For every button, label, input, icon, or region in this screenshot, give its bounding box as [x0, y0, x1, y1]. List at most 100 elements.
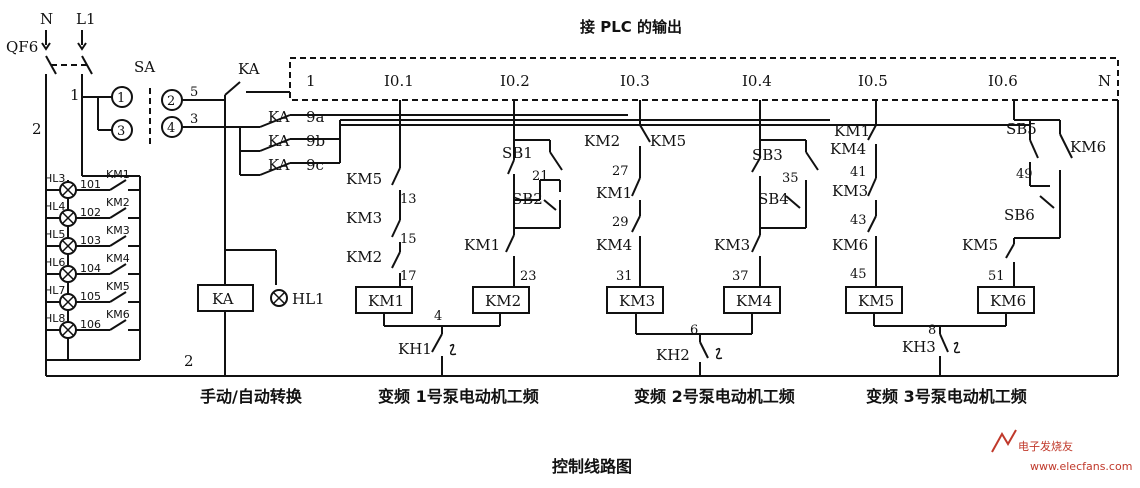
svg-text:5: 5: [190, 85, 198, 100]
overload-relays: 4 KH1 6 KH2 8 KH3: [383, 309, 1007, 376]
svg-text:KM6: KM6: [1070, 138, 1106, 156]
svg-text:KH3: KH3: [902, 338, 936, 356]
lamp-km-label: KM5: [106, 280, 130, 293]
column-km6: SB5 KM6 49 SB6 KM5 51 KM6: [962, 100, 1106, 314]
sa-label: SA: [134, 58, 155, 76]
l1-label: L1: [76, 10, 96, 28]
svg-text:KM4: KM4: [736, 292, 772, 310]
diagram-caption: 控制线路图: [552, 457, 632, 476]
svg-text:51: 51: [988, 269, 1005, 284]
hl1-label: HL1: [292, 290, 325, 308]
lamp-node-label: 105: [80, 290, 101, 303]
svg-text:KM3: KM3: [832, 182, 868, 200]
column-km3: KM5 27 KM1 29 KM4 31 KM3: [596, 100, 686, 314]
output-label: I0.2: [500, 72, 530, 90]
output-label: N: [1098, 72, 1111, 90]
lamp-hl-label: HL4: [44, 200, 65, 213]
svg-text:KM3: KM3: [619, 292, 655, 310]
svg-text:35: 35: [782, 171, 799, 186]
lamp-km-label: KM4: [106, 252, 130, 265]
svg-text:KM1: KM1: [368, 292, 404, 310]
svg-text:37: 37: [732, 269, 749, 284]
svg-text:KM3: KM3: [346, 209, 382, 227]
svg-text:13: 13: [400, 192, 417, 207]
svg-text:SB1: SB1: [502, 144, 533, 162]
output-label: I0.6: [988, 72, 1018, 90]
svg-text:31: 31: [616, 269, 633, 284]
svg-text:KM1: KM1: [834, 122, 870, 140]
column-km5: KM1 41 KM3 43 KM6 45 KM5: [832, 100, 903, 314]
svg-text:KM2: KM2: [584, 132, 620, 150]
output-label: I0.3: [620, 72, 650, 90]
svg-text:8: 8: [928, 323, 936, 338]
coil-km4: [723, 286, 781, 314]
output-label: I0.5: [858, 72, 888, 90]
svg-text:KM5: KM5: [962, 236, 998, 254]
lamp-hl-label: HL8: [44, 312, 65, 325]
svg-text:KM1: KM1: [464, 236, 500, 254]
svg-text:2: 2: [184, 352, 194, 370]
svg-text:KM4: KM4: [830, 140, 866, 158]
svg-text:电子发烧友: 电子发烧友: [1018, 439, 1073, 453]
group-label-manual-auto: 手动/自动转换: [200, 387, 303, 406]
svg-text:15: 15: [400, 232, 417, 247]
svg-text:4: 4: [167, 121, 175, 136]
group-label-pump2: 变频 2号泵电动机工频: [634, 387, 795, 406]
coil-km5: [845, 286, 903, 314]
thermal-icon: [953, 341, 961, 354]
svg-text:41: 41: [850, 165, 867, 180]
coil-km1: [355, 286, 413, 314]
svg-text:1: 1: [306, 72, 316, 90]
lamp-node-label: 103: [80, 234, 101, 247]
coil-km6: [977, 286, 1035, 314]
lamp-km-label: KM6: [106, 308, 130, 321]
svg-text:KM2: KM2: [485, 292, 521, 310]
svg-text:KM6: KM6: [990, 292, 1026, 310]
svg-text:9a: 9a: [306, 108, 325, 126]
svg-text:SB3: SB3: [752, 146, 783, 164]
lamp-node-label: 106: [80, 318, 101, 331]
group-label-pump3: 变频 3号泵电动机工频: [866, 387, 1027, 406]
svg-text:KM6: KM6: [832, 236, 868, 254]
lamp-row: HL5 103 KM3: [44, 224, 140, 255]
svg-text:SB2: SB2: [512, 190, 543, 208]
svg-text:KH2: KH2: [656, 346, 690, 364]
lamp-node-label: 102: [80, 206, 101, 219]
svg-text:SB6: SB6: [1004, 206, 1035, 224]
lamp-hl-label: HL6: [44, 256, 65, 269]
svg-text:4: 4: [434, 309, 442, 324]
svg-text:6: 6: [690, 323, 698, 338]
svg-text:KA: KA: [212, 290, 234, 308]
lamp-node-label: 101: [80, 178, 101, 191]
svg-text:SB5: SB5: [1006, 120, 1037, 138]
lamp-hl-label: HL5: [44, 228, 65, 241]
svg-text:KM5: KM5: [346, 170, 382, 188]
thermal-icon: [449, 343, 457, 356]
svg-text:KM3: KM3: [714, 236, 750, 254]
svg-text:27: 27: [612, 164, 629, 179]
ka-coil-group: KA HL1: [197, 249, 325, 312]
svg-text:3: 3: [117, 124, 125, 139]
output-label: I0.1: [384, 72, 414, 90]
ka-contact-main-label: KA: [238, 60, 260, 78]
svg-text:9c: 9c: [306, 156, 324, 174]
ka-coil: [197, 284, 254, 312]
wire-1-label: 1: [70, 86, 80, 104]
svg-text:23: 23: [520, 269, 537, 284]
plc-output-box: [289, 57, 1119, 101]
lamp-km-label: KM3: [106, 224, 130, 237]
lamp-row: HL8 106 KM6: [44, 308, 140, 339]
svg-text:1: 1: [117, 91, 125, 106]
svg-text:49: 49: [1016, 167, 1033, 182]
breaker-label: QF6: [6, 38, 38, 56]
svg-text:21: 21: [532, 169, 549, 184]
svg-text:KH1: KH1: [398, 340, 432, 358]
group-label-pump1: 变频 1号泵电动机工频: [378, 387, 539, 406]
svg-text:KM2: KM2: [346, 248, 382, 266]
svg-text:17: 17: [400, 269, 417, 284]
thermal-icon: [715, 347, 723, 360]
svg-text:43: 43: [850, 213, 867, 228]
